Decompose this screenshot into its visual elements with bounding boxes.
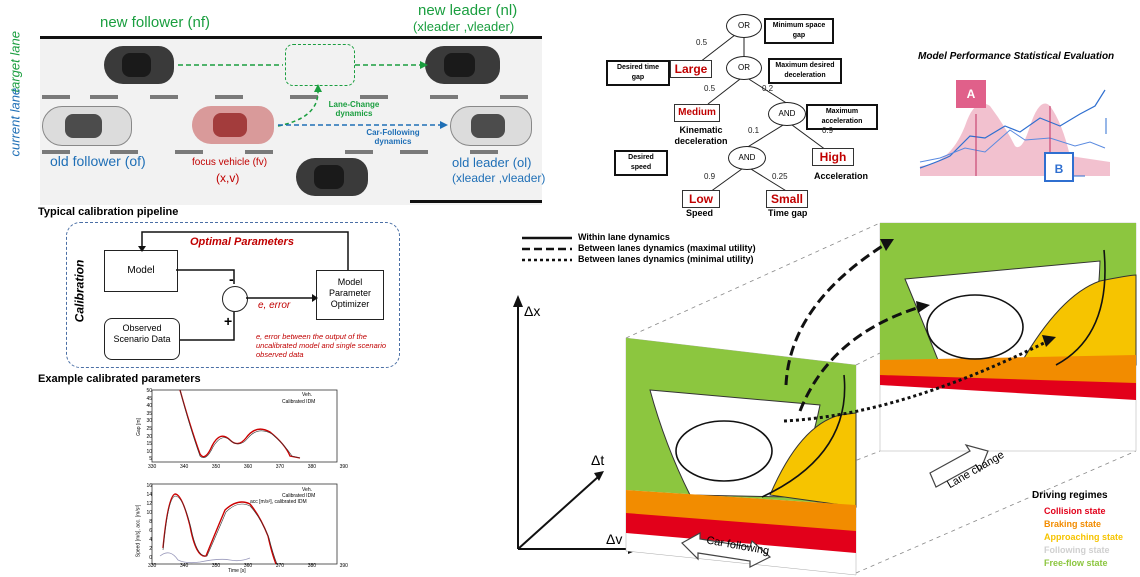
target-slot-box [285, 44, 355, 86]
dyn-legend-lines [522, 236, 572, 262]
adjacent-car [296, 158, 368, 196]
dynamics-arrows [178, 61, 448, 129]
dyn-legend-min: Between lanes dynamics (minimal utility) [578, 254, 754, 264]
pipeline-arrows [138, 231, 349, 341]
minus-sign: - [229, 271, 234, 287]
pipeline-heading: Typical calibration pipeline [38, 206, 179, 218]
weight-3: 0.2 [762, 84, 774, 93]
dyn-legend-within: Within lane dynamics [578, 232, 670, 242]
acceleration-label: Acceleration [814, 171, 869, 181]
new-leader-car [425, 46, 500, 84]
focus-vehicle-label: focus vehicle (fv) [192, 157, 268, 168]
regime-free-flow: Free-flow state [1044, 558, 1108, 568]
new-follower-car [104, 46, 174, 84]
old-follower-label: old follower (of) [50, 153, 146, 169]
state-space-graphic [513, 222, 1137, 576]
weight-4: 0.1 [748, 126, 760, 135]
lane-change-dynamics-label: Lane-Change dynamics [328, 100, 380, 118]
error-note: e, error between the output of the uncal… [256, 332, 387, 359]
tree-edges [699, 27, 827, 193]
large-box: Large [670, 60, 712, 78]
kinematic-decel-label: Kinematic deceleration [674, 125, 728, 146]
focus-vehicle-car [192, 106, 274, 144]
desired-gap-box: Desired time gap [606, 60, 670, 86]
weight-5: 0.9 [822, 126, 834, 135]
lane-scene: new follower (nf) new leader (nl) (xlead… [0, 0, 545, 205]
regimes-title: Driving regimes [1032, 490, 1108, 501]
axis-dt-label: Δt [591, 452, 605, 468]
or-node-top: OR [726, 14, 762, 38]
optimizer-box: Model Parameter Optimizer [316, 270, 384, 320]
bottom-legend-acc: acc [m/s²], calibrated IDM [250, 499, 307, 505]
high-box: High [812, 148, 854, 166]
new-follower-label: new follower (nf) [100, 14, 211, 31]
perf-box-b: B [1044, 152, 1074, 182]
desired-speed-box: Desired speed [614, 150, 668, 176]
car-following-dynamics-label: Car-Following dynamics [366, 128, 420, 146]
perf-graphic [919, 89, 1110, 177]
regime-collision: Collision state [1044, 506, 1106, 516]
example-heading: Example calibrated parameters [38, 373, 201, 385]
weight-6: 0.9 [704, 172, 716, 181]
dyn-legend-max: Between lanes dynamics (maximal utility) [578, 243, 756, 253]
error-label: e, error [258, 300, 291, 311]
focus-vehicle-vars: (x,v) [216, 171, 240, 185]
new-leader-vars: (xleader ,vleader) [413, 19, 515, 34]
weight-7: 0.25 [772, 172, 788, 181]
regime-approaching: Approaching state [1044, 532, 1124, 542]
low-box: Low [682, 190, 720, 208]
or-node-mid: OR [726, 56, 762, 80]
regime-braking: Braking state [1044, 519, 1102, 529]
bottom-plot-xlabel: Time [s] [228, 568, 246, 574]
old-leader-label: old leader (ol) [452, 155, 532, 170]
weight-1: 0.5 [696, 38, 708, 47]
medium-box: Medium [674, 104, 720, 122]
top-legend-veh: Veh. [302, 392, 313, 398]
min-gap-box: Minimum space gap [764, 18, 834, 44]
max-accel-box: Maximum acceleration [806, 104, 878, 130]
perf-title: Model Performance Statistical Evaluation [918, 51, 1115, 62]
top-legend-idm: Calibrated IDM [282, 399, 316, 405]
axis-dv-label: Δv [606, 531, 623, 547]
old-leader-vars: (xleader ,vleader) [452, 171, 546, 185]
bottom-legend-veh: Veh. [302, 487, 313, 493]
regime-following: Following state [1044, 545, 1110, 555]
perf-box-a: A [956, 80, 986, 108]
model-box: Model [104, 250, 178, 292]
speed-label: Speed [686, 208, 714, 218]
weight-2: 0.5 [704, 84, 716, 93]
time-gap-label: Time gap [768, 208, 808, 218]
plus-sign: + [224, 313, 233, 329]
calibration-panel [66, 222, 400, 368]
observed-data-box: Observed Scenario Data [104, 318, 180, 360]
old-follower-car [42, 106, 132, 146]
bottom-legend-idm: Calibrated IDM [282, 493, 316, 499]
new-leader-label: new leader (nl) [418, 2, 518, 19]
old-leader-car [450, 106, 532, 146]
example-plots [151, 389, 338, 565]
small-box: Small [766, 190, 808, 208]
and-node-low: AND [728, 146, 766, 170]
max-decel-box: Maximum desired deceleration [768, 58, 842, 84]
road-right-edge [410, 200, 542, 203]
and-node-mid: AND [768, 102, 806, 126]
axis-dx-label: Δx [524, 303, 541, 319]
sum-node [222, 286, 248, 312]
optimal-parameters-label: Optimal Parameters [190, 236, 294, 248]
